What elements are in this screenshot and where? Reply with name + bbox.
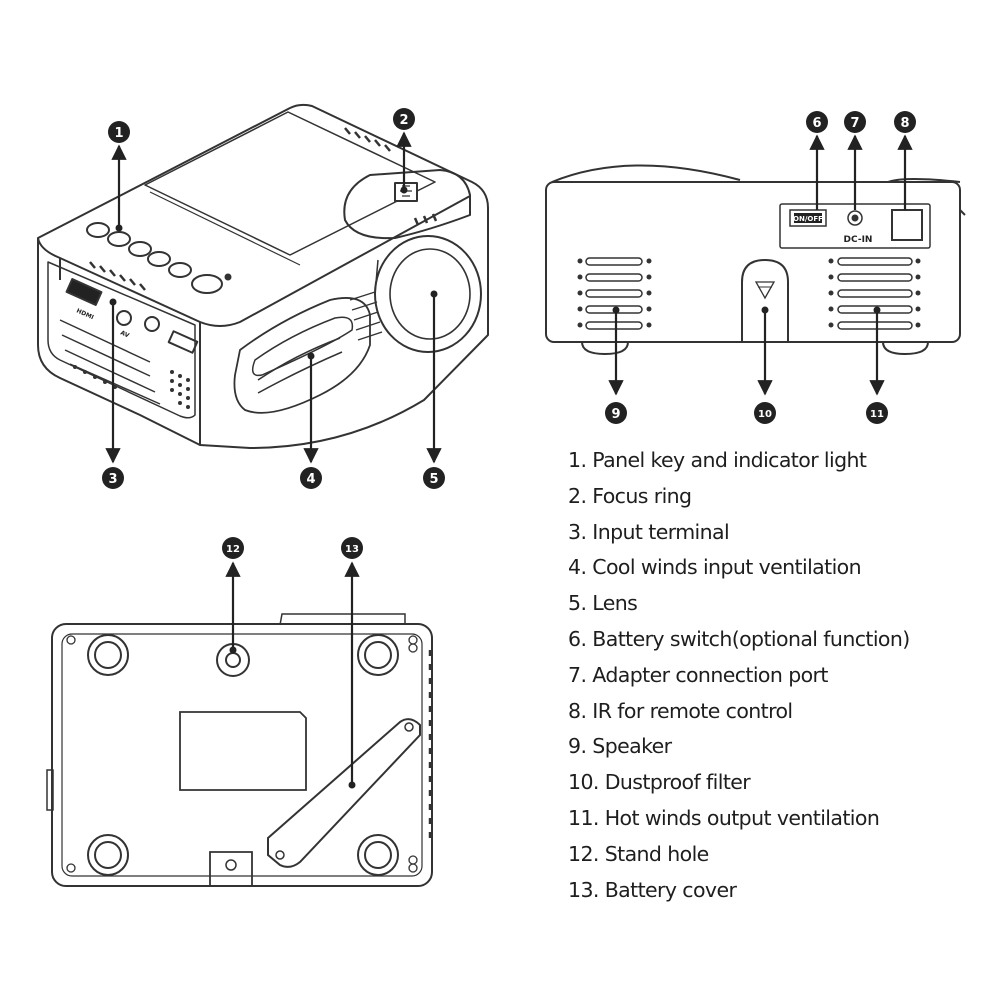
focus-ring-housing [343,169,471,240]
bottom-screws [66,635,418,873]
focus-ring-grip [413,213,438,226]
usb-port [167,330,199,354]
side-vent-ticks [89,261,146,291]
speaker-grille [585,257,643,330]
projector-bottom-view [46,613,433,887]
rear-top-curve [551,164,741,183]
ir-window [891,209,923,241]
callout-11: 11 [866,402,888,424]
legend-item: 7. Adapter connection port [568,662,828,687]
battery-cover [267,718,421,868]
legend-item: 11. Hot winds output ventilation [568,805,880,830]
callout-7: 7 [844,111,866,133]
svg-text:6: 6 [812,116,821,131]
svg-text:1: 1 [114,126,123,141]
speaker-dots [73,365,190,409]
projector-rear-view: ON/OFF DC-IN [545,164,966,356]
callout-arrows [105,131,913,785]
dc-in-port [847,210,863,226]
legend-item: 13. Battery cover [568,877,737,902]
switch-label: ON/OFF [793,215,823,223]
callout-12: 12 [222,537,244,559]
svg-text:10: 10 [758,409,772,420]
legend-item: 2. Focus ring [568,483,692,508]
callout-8: 8 [894,111,916,133]
svg-text:9: 9 [611,407,620,422]
parts-legend: 1. Panel key and indicator light 2. Focu… [568,444,910,909]
dustproof-filter [741,258,789,342]
callout-1: 1 [108,121,130,143]
av-port [116,310,132,326]
callout-13: 13 [341,537,363,559]
panel-keys [86,222,232,294]
bottom-feet [87,634,399,876]
callout-4: 4 [300,467,322,489]
svg-text:12: 12 [226,544,240,555]
rear-body [545,181,961,343]
svg-text:8: 8 [900,116,909,131]
input-terminal-panel [47,261,196,419]
legend-item: 4. Cool winds input ventilation [568,555,862,580]
projector-body [37,103,489,449]
callout-10: 10 [754,402,776,424]
hdmi-port [65,278,103,306]
rear-foot-left [581,341,629,356]
legend-item: 8. IR for remote control [568,698,793,723]
svg-text:3: 3 [108,472,117,487]
lens [349,235,482,353]
audio-port [144,316,160,332]
rear-foot-right [882,341,929,356]
callout-9: 9 [605,402,627,424]
legend-item: 3. Input terminal [568,519,730,544]
svg-text:5: 5 [429,472,438,487]
svg-text:7: 7 [850,116,859,131]
legend-item: 12. Stand hole [568,841,709,866]
svg-text:4: 4 [306,472,315,487]
projector-perspective-view [37,103,489,449]
legend-item: 10. Dustproof filter [568,770,751,795]
legend-item: 5. Lens [568,591,638,616]
cool-wind-intake-vent [233,297,371,414]
svg-text:2: 2 [399,113,408,128]
label-plate [179,711,307,791]
callout-2: 2 [393,108,415,130]
svg-text:13: 13 [345,544,359,555]
legend-item: 6. Battery switch(optional function) [568,626,910,651]
svg-text:11: 11 [870,409,884,420]
callout-badges: 1 2 3 4 5 6 7 8 9 10 11 12 13 [102,108,916,559]
dc-in-label: DC-IN [844,235,873,245]
bottom-body [51,623,433,887]
callout-3: 3 [102,467,124,489]
legend-item: 1. Panel key and indicator light [568,448,867,472]
battery-switch [789,209,827,227]
top-vent [344,127,391,152]
hot-wind-output-vent [837,257,913,330]
legend-item: 9. Speaker [568,734,672,759]
callout-5: 5 [423,467,445,489]
callout-6: 6 [806,111,828,133]
